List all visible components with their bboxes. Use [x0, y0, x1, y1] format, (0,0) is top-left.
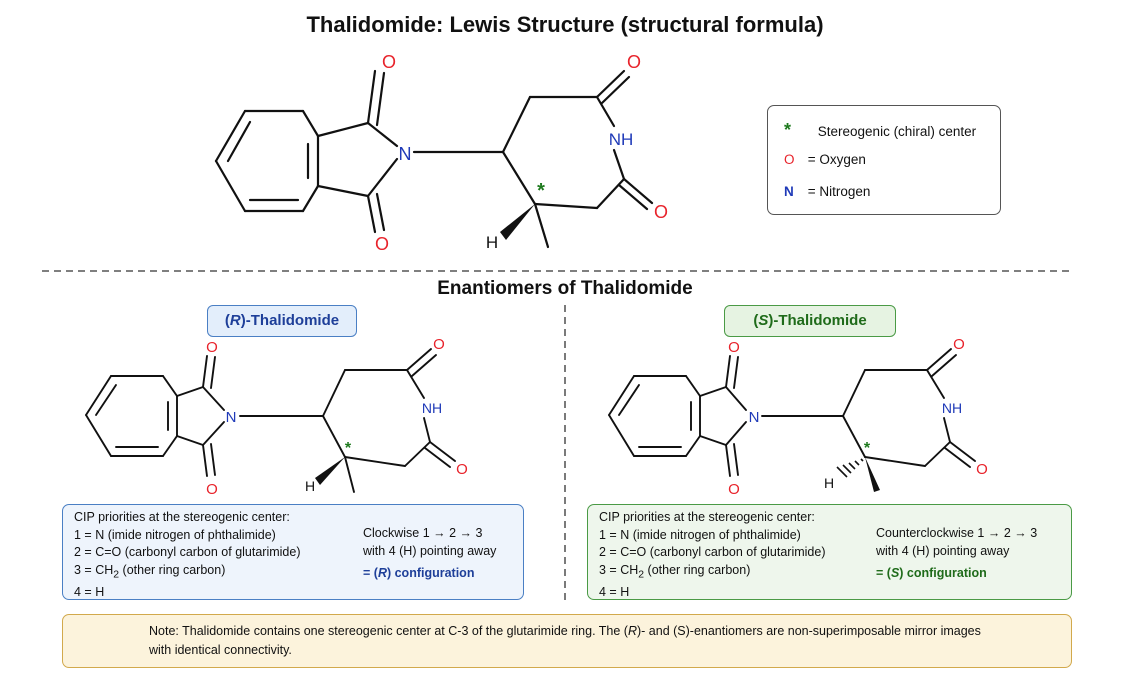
- chiral-star-icon: *: [784, 120, 792, 140]
- note-box: Note: Thalidomide contains one stereogen…: [62, 614, 1072, 668]
- nh-label: NH: [942, 400, 962, 416]
- legend-row-chiral: * Stereogenic (chiral) center: [784, 120, 976, 141]
- chiral-star-icon: *: [345, 440, 352, 457]
- oxygen-label: O: [375, 234, 389, 254]
- page-title: Thalidomide: Lewis Structure (structural…: [306, 12, 824, 37]
- hashed-bond: [836, 458, 864, 478]
- nh-label: NH: [422, 400, 442, 416]
- cip-priority-1: 1 = N (imide nitrogen of phthalimide): [74, 527, 276, 542]
- oxygen-label: O: [953, 336, 965, 353]
- configuration-result: = (S) configuration: [876, 566, 987, 580]
- cip-priority-3: 3 = CH2 (other ring carbon): [74, 562, 226, 581]
- s-thalidomide-structure: [608, 348, 976, 477]
- legend-box: * Stereogenic (chiral) center O = Oxygen…: [767, 105, 1001, 215]
- cip-priority-1: 1 = N (imide nitrogen of phthalimide): [599, 527, 801, 542]
- s-enantiomer-label: (S)-Thalidomide: [724, 305, 896, 337]
- cip-priority-4: 4 = H: [599, 584, 630, 599]
- nitrogen-label: N: [399, 144, 412, 164]
- cip-priority-2: 2 = C=O (carbonyl carbon of glutarimide): [599, 545, 826, 559]
- legend-nitrogen-text: = Nitrogen: [807, 184, 871, 199]
- oxygen-symbol: O: [784, 152, 795, 167]
- chiral-star-icon: *: [864, 440, 871, 457]
- r-cip-box: CIP priorities at the stereogenic center…: [62, 504, 524, 600]
- cip-priority-3: 3 = CH2 (other ring carbon): [599, 562, 751, 581]
- legend-row-oxygen: O = Oxygen: [784, 152, 866, 167]
- nitrogen-label: N: [749, 409, 760, 426]
- oxygen-label: O: [728, 481, 740, 498]
- rotation-condition: with 4 (H) pointing away: [876, 543, 1010, 558]
- configuration-result: = (R) configuration: [363, 566, 475, 580]
- r-enantiomer-label: (R)-Thalidomide: [207, 305, 357, 337]
- legend-oxygen-text: = Oxygen: [807, 152, 866, 167]
- wedge-bond: [315, 457, 345, 485]
- cip-heading: CIP priorities at the stereogenic center…: [74, 510, 290, 524]
- note-text: Note: Thalidomide contains one stereogen…: [149, 624, 981, 657]
- legend-chiral-text: Stereogenic (chiral) center: [817, 124, 977, 139]
- legend-row-nitrogen: N = Nitrogen: [784, 184, 870, 199]
- nitrogen-label: N: [226, 409, 237, 426]
- nitrogen-symbol: N: [784, 184, 794, 199]
- cip-priority-2: 2 = C=O (carbonyl carbon of glutarimide): [74, 545, 301, 559]
- oxygen-label: O: [206, 339, 218, 356]
- cip-heading: CIP priorities at the stereogenic center…: [599, 510, 815, 524]
- rotation-condition: with 4 (H) pointing away: [363, 543, 497, 558]
- oxygen-label: O: [433, 336, 445, 353]
- oxygen-label: O: [654, 202, 668, 222]
- oxygen-label: O: [206, 481, 218, 498]
- cip-priority-4: 4 = H: [74, 584, 105, 599]
- chiral-star-icon: *: [537, 180, 545, 202]
- oxygen-label: O: [456, 461, 468, 478]
- section-title: Enantiomers of Thalidomide: [437, 278, 693, 299]
- r-thalidomide-structure: [85, 348, 456, 493]
- oxygen-label: O: [627, 52, 641, 72]
- wedge-bond: [865, 457, 880, 492]
- oxygen-label: O: [382, 52, 396, 72]
- hydrogen-label: H: [486, 233, 498, 252]
- wedge-bond: [500, 204, 535, 240]
- rotation-direction: Clockwise 1 → 2 → 3: [363, 526, 483, 540]
- s-cip-box: CIP priorities at the stereogenic center…: [587, 504, 1072, 600]
- thalidomide-main-structure: [214, 69, 654, 249]
- rotation-direction: Counterclockwise 1 → 2 → 3: [876, 526, 1038, 540]
- nh-label: NH: [609, 130, 634, 149]
- oxygen-label: O: [728, 339, 740, 356]
- hydrogen-label: H: [824, 475, 834, 491]
- hydrogen-label: H: [305, 478, 315, 494]
- oxygen-label: O: [976, 461, 988, 478]
